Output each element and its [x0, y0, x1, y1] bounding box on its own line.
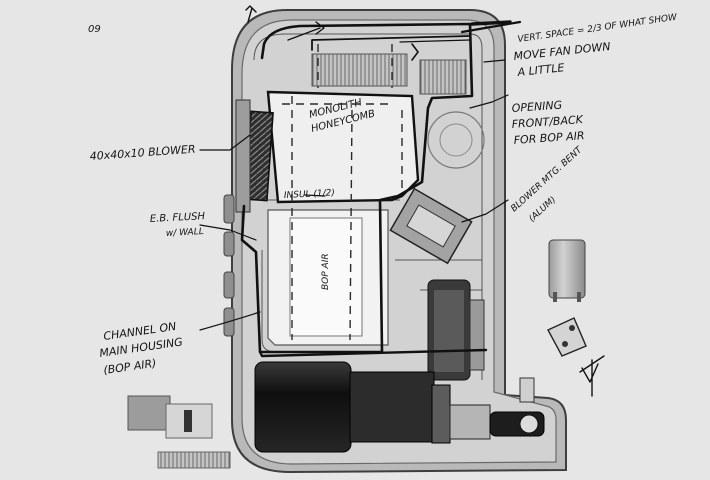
- top-arrows: [245, 5, 522, 61]
- label-eb-flush-2: w/ WALL: [166, 227, 204, 239]
- axis-sketch: [579, 355, 605, 397]
- lower-compartment: [267, 209, 389, 346]
- label-opening-1: OPENING: [511, 99, 562, 115]
- spare-bracket-part: [547, 317, 587, 357]
- spare-can-part: [548, 239, 586, 302]
- label-blower: 40x40x10 BLOWER: [89, 143, 196, 163]
- label-move-fan-2: A LITTLE: [516, 61, 565, 79]
- label-eb-flush-1: E.B. FLUSH: [150, 211, 206, 225]
- fan-block: [427, 111, 485, 381]
- label-channel-3: (BOP AIR): [103, 357, 158, 377]
- label-bop-air: BOP AIR: [321, 253, 331, 290]
- sheet-number: 09: [88, 24, 101, 35]
- airflow-dashes: [282, 44, 403, 341]
- blower-40x40x10: [235, 99, 274, 213]
- label-insul: INSUL (1/2): [284, 188, 336, 201]
- top-fins: [311, 53, 467, 95]
- blower-mount-bracket: [389, 187, 473, 265]
- leader-lines: [199, 39, 509, 331]
- monolith-honeycomb: [266, 90, 420, 204]
- label-opening-3: FOR BOP AIR: [513, 129, 585, 147]
- pump-motor: [254, 361, 545, 453]
- housing-side-tabs: [223, 194, 235, 337]
- spare-plate-parts: [127, 395, 231, 469]
- ink-channel-outline: [240, 22, 488, 358]
- label-opening-2: FRONT/BACK: [511, 113, 584, 131]
- label-vert-space: VERT. SPACE = 2/3 OF WHAT SHOW: [517, 13, 679, 45]
